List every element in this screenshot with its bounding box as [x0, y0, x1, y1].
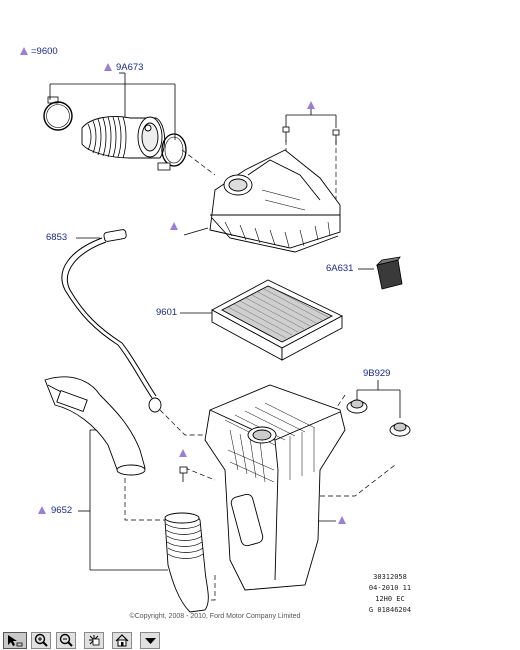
callout-legend[interactable]: =9600 — [31, 46, 58, 57]
home-button[interactable] — [112, 632, 132, 649]
marker-icon — [307, 101, 315, 109]
ref-code: 04-2010 11 — [368, 584, 412, 592]
viewer-toolbar — [0, 630, 520, 650]
fit-view-button[interactable] — [84, 632, 104, 649]
menu-dropdown-button[interactable] — [140, 632, 160, 649]
callout-hose[interactable]: 6853 — [46, 232, 68, 243]
marker-icon — [170, 222, 178, 230]
home-icon — [115, 634, 129, 647]
fit-icon — [89, 635, 100, 646]
parts-diagram — [43, 72, 411, 613]
select-tool-button[interactable] — [3, 632, 27, 649]
zoom-in-icon — [34, 633, 48, 647]
callout-filter[interactable]: 9601 — [156, 307, 178, 318]
reference-codes: 30312058 04-2010 11 12H0 EC G 01846204 — [360, 572, 420, 616]
ref-code: 12H0 EC — [375, 595, 405, 603]
ref-code: G 01846204 — [368, 606, 412, 614]
pointer-icon — [8, 635, 23, 647]
callout-duct[interactable]: 9A673 — [116, 62, 144, 73]
zoom-out-icon — [59, 633, 73, 647]
triangle-down-icon — [145, 638, 156, 644]
marker-icon — [38, 506, 46, 514]
marker-icon — [338, 516, 346, 524]
copyright-text: ©Copyright, 2008 - 2010, Ford Motor Comp… — [129, 613, 301, 620]
ref-code: 30312058 — [373, 573, 407, 581]
zoom-in-button[interactable] — [31, 632, 51, 649]
marker-icon — [179, 449, 187, 457]
callout-inlet[interactable]: 9652 — [51, 505, 73, 516]
callout-grommets[interactable]: 9B929 — [363, 368, 391, 379]
zoom-out-button[interactable] — [56, 632, 76, 649]
callout-sensor[interactable]: 6A631 — [326, 263, 354, 274]
marker-icon — [104, 63, 112, 71]
marker-icon — [20, 47, 28, 55]
